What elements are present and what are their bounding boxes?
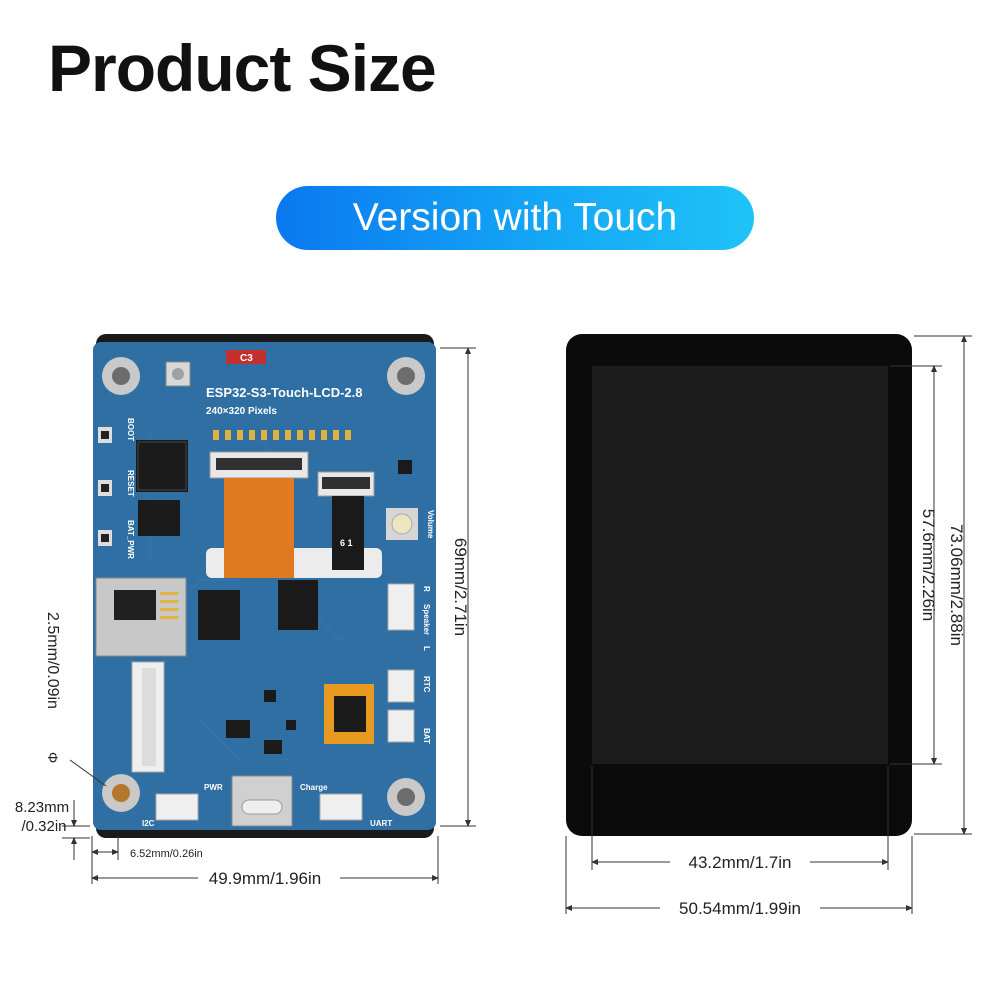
r-label: R <box>422 586 431 592</box>
bat-pwr-label: BAT_PWR <box>126 520 135 559</box>
mounting-hole <box>387 357 425 395</box>
bat-pwr-button <box>98 530 112 546</box>
reset-label: RESET <box>126 470 135 497</box>
board-width-label: 49.9mm/1.96in <box>209 869 321 888</box>
screen-active-width-label: 43.2mm/1.7in <box>689 853 792 872</box>
boot-label: BOOT <box>126 418 135 441</box>
i2c-label: I2C <box>142 819 155 828</box>
diameter-symbol: Φ <box>45 752 61 763</box>
volume-label: Volume <box>426 510 435 539</box>
l-label: L <box>422 646 431 651</box>
mounting-hole <box>102 774 140 812</box>
resolution-label: 240×320 Pixels <box>206 406 277 417</box>
bat-label: BAT <box>422 728 431 744</box>
charge-label: Charge <box>300 783 328 792</box>
rtc-label: RTC <box>422 676 431 693</box>
board-height-label: 69mm/2.71in <box>451 538 470 636</box>
volume-knob <box>386 508 418 540</box>
fpc-marks: 6 1 <box>340 538 353 548</box>
usb-c-port <box>231 775 293 827</box>
hole-diameter-label: 2.5mm/0.09in <box>44 612 61 709</box>
reset-button <box>98 480 112 496</box>
boot-button <box>98 427 112 443</box>
bottom-offset-label-line1: 8.23mm <box>15 799 69 816</box>
bottom-offset-label-line2: /0.32in <box>21 818 66 835</box>
hole-offset-label: 6.52mm/0.26in <box>130 848 203 860</box>
uart-label: UART <box>370 819 392 828</box>
pwr-label: PWR <box>204 783 223 792</box>
pcb-board: C3 ESP32-S3-Touch-LCD-2.8 240×320 Pixels… <box>93 334 436 838</box>
mounting-hole <box>387 778 425 816</box>
screen-outer-height-label: 73.06mm/2.88in <box>947 524 966 646</box>
model-label: ESP32-S3-Touch-LCD-2.8 <box>206 385 363 400</box>
mounting-hole <box>102 357 140 395</box>
touch-screen <box>566 334 912 836</box>
page-title: Product Size <box>48 31 437 105</box>
c3-label: C3 <box>240 353 253 364</box>
screen-active-height-label: 57.6mm/2.26in <box>919 509 938 621</box>
version-badge: Version with Touch <box>276 186 754 250</box>
speaker-label: Speaker <box>422 604 431 635</box>
screen-outer-width-label: 50.54mm/1.99in <box>679 899 801 918</box>
